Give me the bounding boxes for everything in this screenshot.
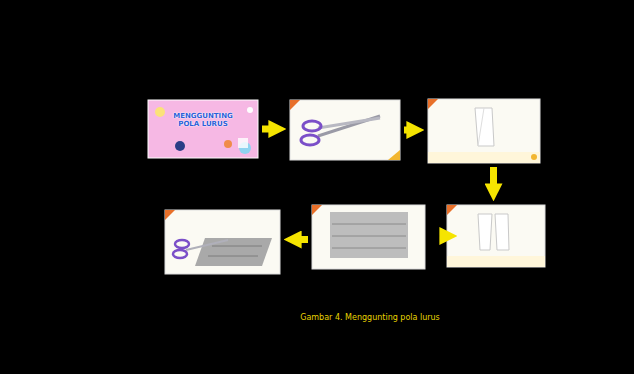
flow-arrow (490, 167, 497, 187)
title-card: MENGGUNTING POLA LURUS (148, 100, 258, 158)
cutting-art (165, 210, 280, 274)
folded-paper-art (428, 99, 540, 163)
step-thumbnail (447, 205, 545, 267)
two-papers-art (447, 205, 545, 267)
step-thumbnail (312, 205, 425, 269)
title-card-art (148, 100, 258, 158)
flow-arrow (404, 127, 410, 134)
flow-arrow (262, 126, 272, 133)
step-thumbnail (165, 210, 280, 274)
flow-arrow (298, 236, 308, 243)
step-thumbnail (290, 100, 400, 160)
scissors-art (290, 100, 400, 160)
lined-paper-art (312, 205, 425, 269)
figure-caption: Gambar 4. Menggunting pola lurus (300, 313, 440, 322)
title-text: MENGGUNTING POLA LURUS (148, 100, 258, 128)
step-thumbnail (428, 99, 540, 163)
